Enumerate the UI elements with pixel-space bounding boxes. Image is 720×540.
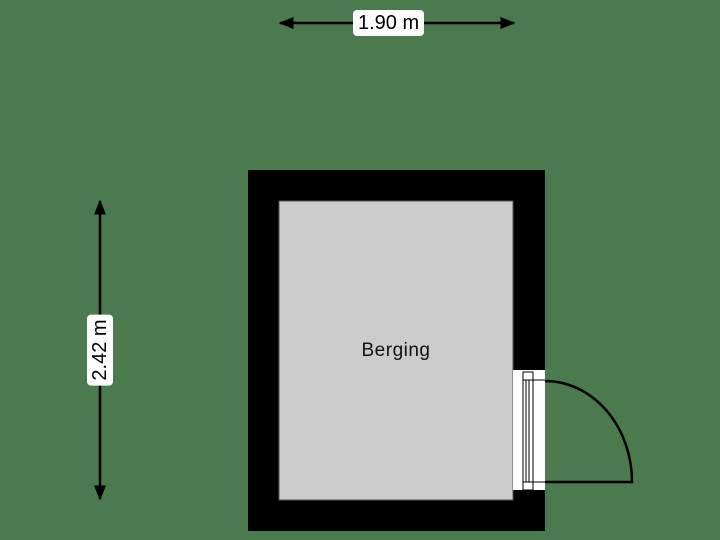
room-floor-berging xyxy=(278,200,514,501)
door-swing-arc xyxy=(544,379,634,484)
height-dimension-label: 2.42 m xyxy=(87,314,113,386)
width-dimension-label: 1.90 m xyxy=(353,10,425,36)
room-label-berging: Berging xyxy=(361,340,431,361)
door-frame xyxy=(522,371,545,491)
